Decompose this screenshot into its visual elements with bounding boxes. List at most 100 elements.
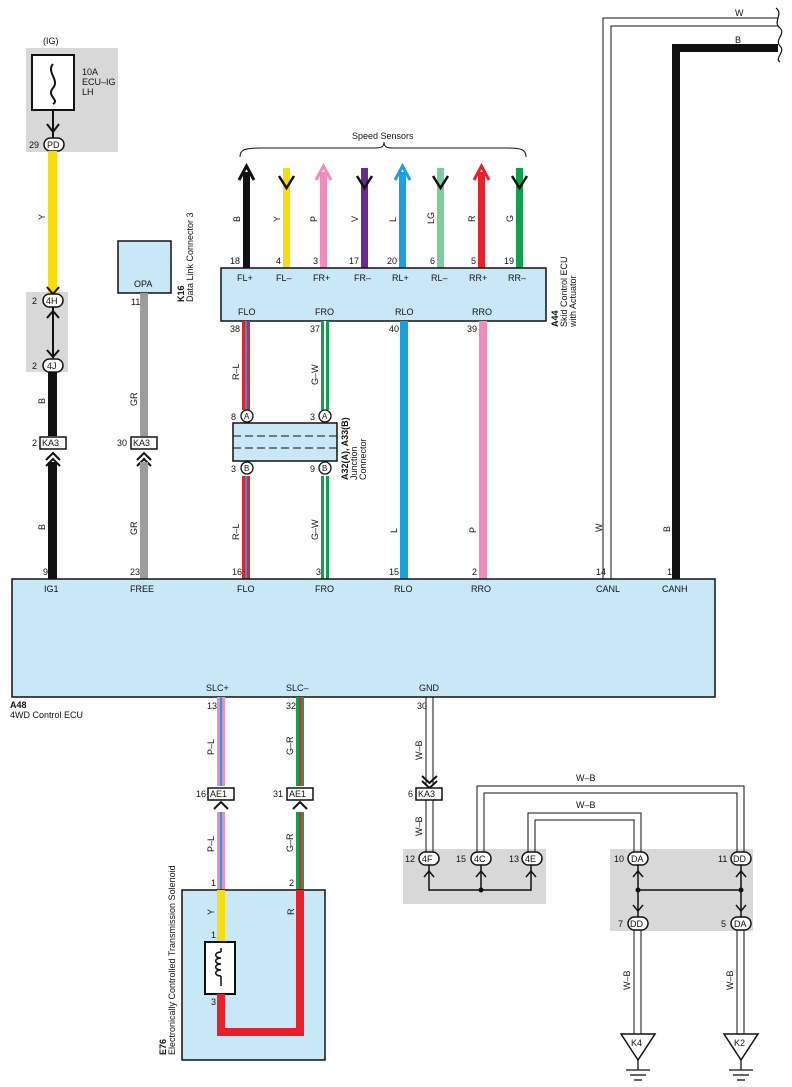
connector-ka3-gnd <box>415 787 443 801</box>
pin-rro-a44: 39 <box>467 324 477 334</box>
ig-label: (IG) <box>43 36 59 46</box>
connector-a-left-label: A <box>244 412 250 421</box>
pin-ae1-l: 16 <box>196 789 206 799</box>
a48-rlo: RLO <box>394 584 413 594</box>
pin-coil-1: 1 <box>211 930 216 940</box>
a44-rro: RRO <box>472 307 492 317</box>
wire-label-w: W <box>594 523 604 532</box>
wire-label-gw-b: G–W <box>310 519 320 540</box>
pin-rro: 2 <box>472 567 477 577</box>
fuse-name: ECU–IG <box>82 77 116 87</box>
wire-label-r-e76: R <box>286 908 296 915</box>
pin-fr-minus: 17 <box>349 256 359 266</box>
pin-opa: 11 <box>131 297 140 307</box>
a48-free: FREE <box>130 584 154 594</box>
pin-rlo-a44: 40 <box>389 324 399 334</box>
wire-label-rl-a: R–L <box>231 363 241 380</box>
k16-box <box>117 240 172 294</box>
connector-b-right-label: B <box>322 464 327 473</box>
wire-label-wb-a: W–B <box>414 740 424 760</box>
connector-a-left <box>240 409 254 423</box>
connector-b-left-label: B <box>244 464 249 473</box>
a44-fro: FRO <box>315 307 334 317</box>
connector-ka3-gr-label: KA3 <box>133 438 150 448</box>
wire-label-wb-c: W–B <box>576 773 596 783</box>
connector-dd2 <box>627 916 649 931</box>
wire-canl <box>602 17 778 579</box>
wire-canh <box>672 44 778 579</box>
pin-fl-plus: 18 <box>230 256 240 266</box>
wire-label-l: L <box>389 528 399 533</box>
wire-label-fr-plus: P <box>309 216 319 222</box>
e76-id: E76 <box>158 1039 168 1055</box>
e76-name: Electronically Controlled Transmission S… <box>167 865 177 1055</box>
pin-rl-minus: 6 <box>430 256 435 266</box>
wire-label-wb-f: W–B <box>725 970 735 990</box>
wire-label-b-top: B <box>735 35 741 45</box>
wire-label-w-top: W <box>735 8 744 18</box>
pin-ka3-gr: 30 <box>117 438 127 448</box>
a44-rlo: RLO <box>395 307 414 317</box>
wire-label-fr-minus: V <box>350 216 360 222</box>
wire-label-gr2: GR <box>129 521 139 535</box>
pin-ae1-r: 31 <box>273 789 283 799</box>
arrow-down-icon <box>46 123 60 134</box>
wire-label-rr-plus: R <box>467 215 477 222</box>
ground-k2-label: K2 <box>734 1038 745 1048</box>
pin-4j: 2 <box>32 361 37 371</box>
pin-slc-minus: 32 <box>286 701 296 711</box>
pin-ka3-ig: 2 <box>32 438 37 448</box>
wire-label-y: Y <box>37 214 47 220</box>
pin-e76-1: 1 <box>211 878 216 888</box>
pin-fro: 3 <box>316 567 321 577</box>
connector-4h-label: 4H <box>46 296 58 306</box>
wire-label-pl-a: P–L <box>206 739 216 755</box>
wire-label-rl-minus: LG <box>426 212 436 224</box>
wire-label-gr2-a: G–R <box>285 736 295 755</box>
pin-fro-a44: 37 <box>310 324 320 334</box>
a48-name: 4WD Control ECU <box>10 710 83 720</box>
speed-sensors-label: Speed Sensors <box>352 131 414 141</box>
connector-b-left <box>240 461 254 475</box>
pin-gnd: 30 <box>417 701 427 711</box>
pin-fr-plus: 3 <box>313 256 318 266</box>
wire-label-rr-minus: G <box>505 215 515 222</box>
a44-name2: with Actuator <box>568 275 578 328</box>
connector-4f-label: 4F <box>422 854 433 864</box>
pin-dd: 11 <box>718 854 727 864</box>
ground-k4-icon <box>619 1033 657 1062</box>
wire-label-b2: B <box>37 524 47 530</box>
a44-flo: FLO <box>238 307 256 317</box>
k16-opa-label: OPA <box>134 279 152 289</box>
a44-name1: Skid Control ECU <box>559 256 569 327</box>
pin-4c: 15 <box>456 854 466 864</box>
connector-ae1-l-label: AE1 <box>210 789 227 799</box>
pin-fl-minus: 4 <box>276 256 281 266</box>
solenoid-coil-box <box>204 941 236 995</box>
connector-4c-label: 4C <box>474 854 486 864</box>
a44-fr-minus: FR– <box>354 273 371 283</box>
pin-canh: 1 <box>667 567 672 577</box>
pin-4f: 12 <box>405 854 415 864</box>
pin-ig1: 9 <box>43 567 48 577</box>
wire-label-gr1: GR <box>129 392 139 406</box>
pin-flo-a44: 38 <box>230 324 240 334</box>
connector-dd2-label: DD <box>630 919 643 929</box>
pin-a32-lt: 8 <box>231 412 236 422</box>
pin-rl-plus: 20 <box>387 256 397 266</box>
wire-slc-plus <box>217 697 225 890</box>
a32-id: A32(A), A33(B) <box>340 417 350 480</box>
pin-pd: 29 <box>29 140 39 150</box>
fuse-side: LH <box>82 87 94 97</box>
k16-name: Data Link Connector 3 <box>185 212 195 302</box>
wire-label-wb-b: W–B <box>414 816 424 836</box>
wire-label-rl-plus: L <box>388 217 398 222</box>
pin-ka3-gnd: 6 <box>408 789 413 799</box>
connector-ae1-l <box>207 787 235 801</box>
connector-ae1-r-label: AE1 <box>289 789 306 799</box>
fuse-icon <box>50 63 56 105</box>
wire-label-wb-e: W–B <box>622 970 632 990</box>
connector-a-right-label: A <box>322 412 328 421</box>
wire-label-gw-a: G–W <box>310 364 320 385</box>
